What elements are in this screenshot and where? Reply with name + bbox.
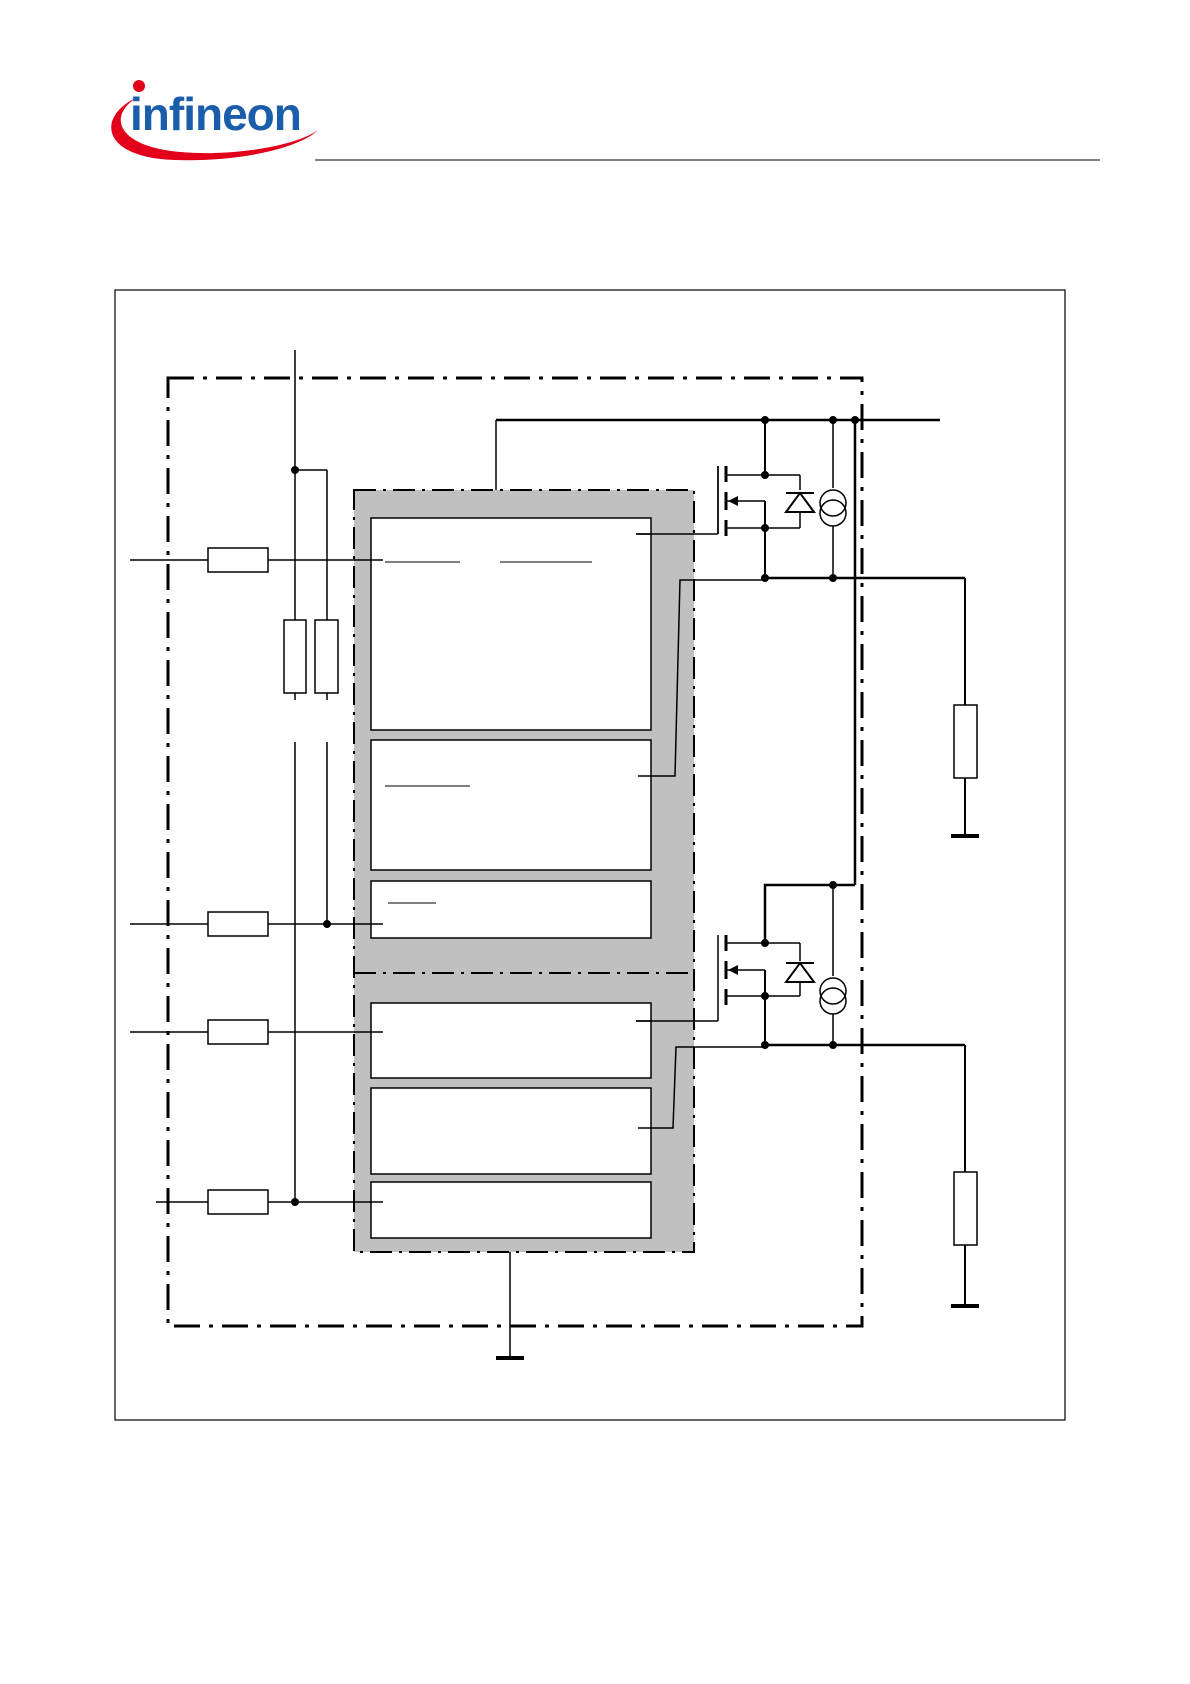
function-box-5 [370, 1087, 652, 1175]
figure-frame [114, 289, 1066, 1421]
chip-boundary [166, 376, 864, 1328]
junction-dot [761, 574, 769, 582]
logo-wordmark: infineon [130, 88, 301, 140]
junction-dot [851, 416, 859, 424]
function-box-4 [370, 1002, 652, 1079]
current-source-icon [819, 420, 847, 578]
feedback-line-1 [638, 579, 765, 777]
junction-dot [761, 1041, 769, 1049]
diode-icon [765, 474, 816, 529]
input-pin-4 [156, 1189, 383, 1215]
logo-dot [133, 80, 145, 92]
function-box-1 [370, 517, 652, 731]
resistor-icon [207, 1189, 269, 1215]
current-source-icon [819, 885, 847, 1045]
input-pin-1 [130, 547, 383, 573]
junction-dot [829, 574, 837, 582]
function-box-2 [370, 739, 652, 871]
resistor-icon [207, 911, 269, 937]
junction-dot [323, 920, 331, 928]
supply-link-2 [763, 883, 855, 946]
junction-dot [291, 466, 299, 474]
resistor-icon [314, 619, 339, 694]
infineon-logo: infineon [111, 80, 318, 161]
resistor-icon [953, 704, 978, 779]
resistor-icon [207, 547, 269, 573]
logic-block-border [353, 489, 695, 1253]
diode-icon [765, 942, 816, 997]
junction-dot [291, 1198, 299, 1206]
resistor-icon [953, 1171, 978, 1246]
feedback-line-2 [638, 1046, 765, 1129]
resistor-icon [283, 619, 307, 694]
input-pin-3 [130, 1019, 383, 1045]
resistor-icon [207, 1019, 269, 1045]
function-box-3 [370, 880, 652, 939]
junction-dot [829, 1041, 837, 1049]
function-box-6 [370, 1181, 652, 1239]
